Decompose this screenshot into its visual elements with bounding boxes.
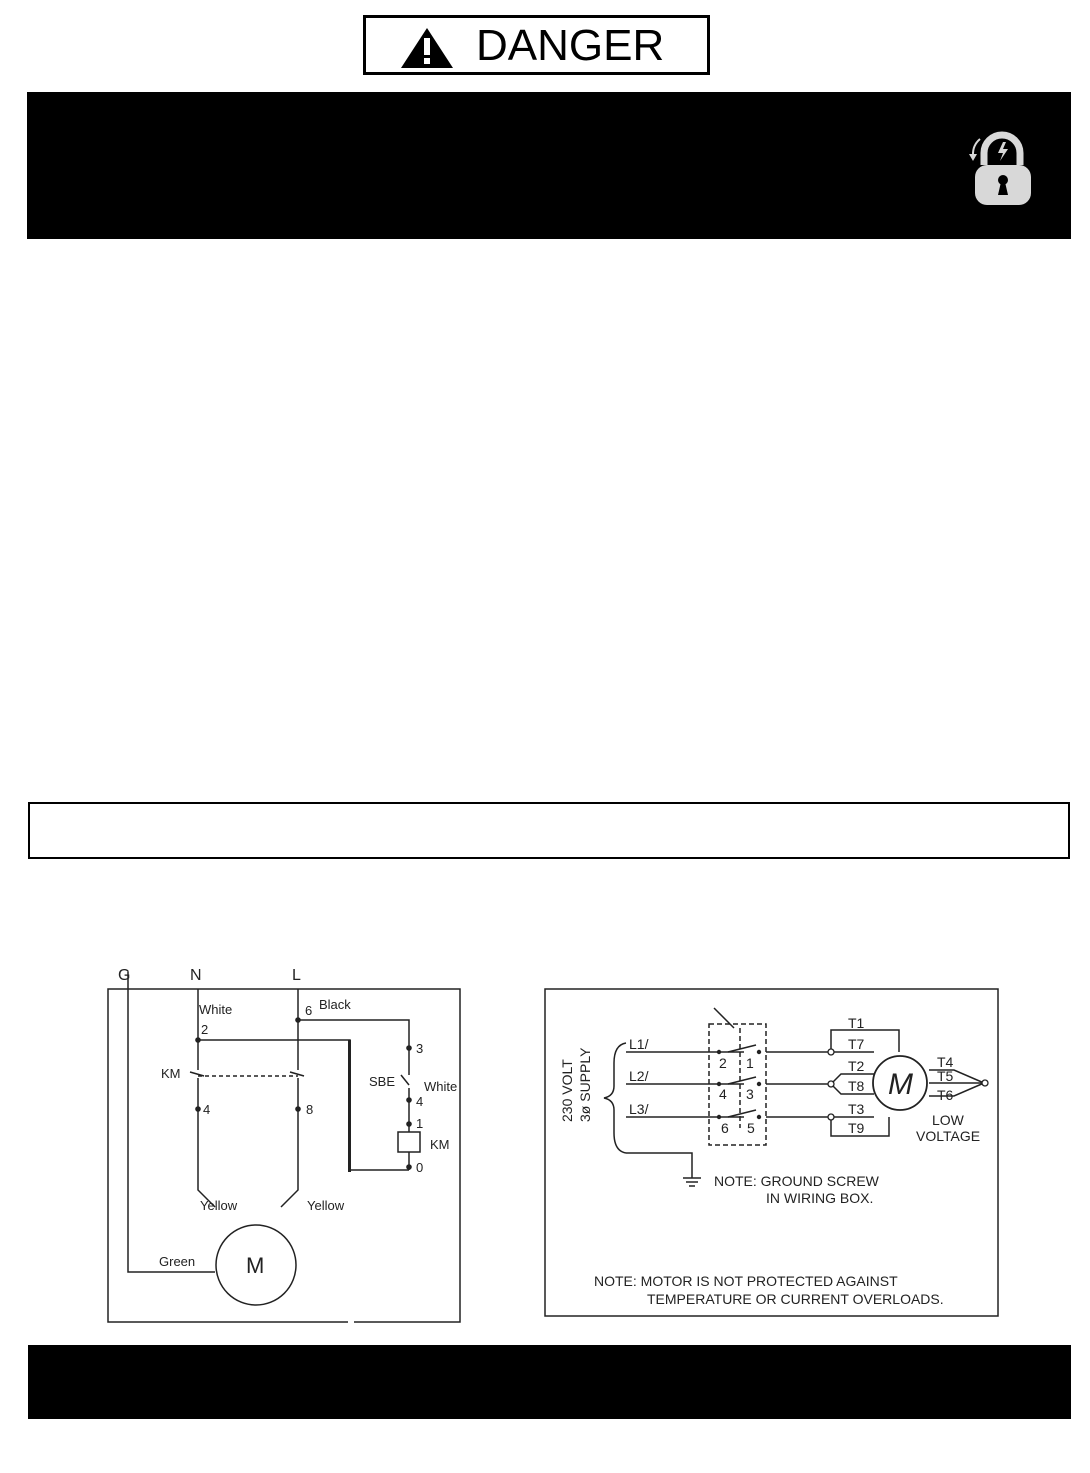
switch-terminal-5: 5 <box>747 1120 755 1136</box>
switch-terminal-3: 3 <box>746 1086 754 1102</box>
contact-km: KM <box>161 1066 181 1081</box>
lead-t4: T4 <box>937 1054 954 1070</box>
switch-sbe: SBE <box>369 1074 395 1089</box>
label-l: L <box>292 967 301 984</box>
lead-t7: T7 <box>848 1036 865 1052</box>
label-n: N <box>190 967 202 984</box>
lead-t1: T1 <box>848 1015 865 1031</box>
term-0: 0 <box>416 1160 423 1175</box>
switch-terminal-2: 2 <box>719 1055 727 1071</box>
term-1: 1 <box>416 1116 423 1131</box>
three-phase-wiring-diagram: 230 VOLT 3ø SUPPLY L1/ L2/ L3/ 2 1 4 3 6… <box>544 988 999 1317</box>
wire-white-right: White <box>424 1079 457 1094</box>
motor-note-line1: NOTE: MOTOR IS NOT PROTECTED AGAINST <box>594 1273 898 1289</box>
low-voltage-line2: VOLTAGE <box>916 1128 980 1144</box>
bottom-warning-band <box>28 1345 1071 1419</box>
wire-yellow-left: Yellow <box>200 1198 238 1213</box>
lead-t2: T2 <box>848 1058 865 1074</box>
danger-label: DANGER <box>476 21 665 70</box>
motor-label: M <box>246 1253 264 1278</box>
danger-message-band <box>27 92 1071 239</box>
single-phase-wiring-diagram: G N L White Black 2 6 3 KM SBE White 4 1… <box>107 967 461 1330</box>
ground-note-line1: NOTE: GROUND SCREW <box>714 1173 880 1189</box>
lockout-padlock-icon <box>969 131 1031 205</box>
switch-terminal-4: 4 <box>719 1086 727 1102</box>
wire-green: Green <box>159 1254 195 1269</box>
note-box <box>28 802 1070 859</box>
lead-t8: T8 <box>848 1078 865 1094</box>
term-8: 8 <box>306 1102 313 1117</box>
lead-t9: T9 <box>848 1120 865 1136</box>
wire-white-top: White <box>199 1002 232 1017</box>
switch-terminal-6: 6 <box>721 1120 729 1136</box>
label-g: G <box>118 967 130 984</box>
lead-t5: T5 <box>937 1068 954 1084</box>
wire-yellow-right: Yellow <box>307 1198 345 1213</box>
wire-black: Black <box>319 997 351 1012</box>
warning-triangle-icon <box>401 28 453 68</box>
ground-note-line2: IN WIRING BOX. <box>766 1190 873 1206</box>
term-2: 2 <box>201 1022 208 1037</box>
term-4-right: 4 <box>416 1094 423 1109</box>
coil-km: KM <box>430 1137 450 1152</box>
label-l2: L2/ <box>629 1068 649 1084</box>
danger-sign: DANGER <box>363 15 710 75</box>
label-l1: L1/ <box>629 1036 649 1052</box>
motor-label: M <box>888 1068 913 1101</box>
label-l3: L3/ <box>629 1101 649 1117</box>
term-4-left: 4 <box>203 1102 210 1117</box>
supply-voltage: 230 VOLT <box>559 1059 575 1122</box>
motor-note-line2: TEMPERATURE OR CURRENT OVERLOADS. <box>647 1291 944 1307</box>
lead-t3: T3 <box>848 1101 865 1117</box>
term-6: 6 <box>305 1003 312 1018</box>
low-voltage-line1: LOW <box>932 1112 965 1128</box>
switch-terminal-1: 1 <box>746 1055 754 1071</box>
lead-t6: T6 <box>937 1087 954 1103</box>
term-3: 3 <box>416 1041 423 1056</box>
supply-phase: 3ø SUPPLY <box>577 1047 593 1122</box>
